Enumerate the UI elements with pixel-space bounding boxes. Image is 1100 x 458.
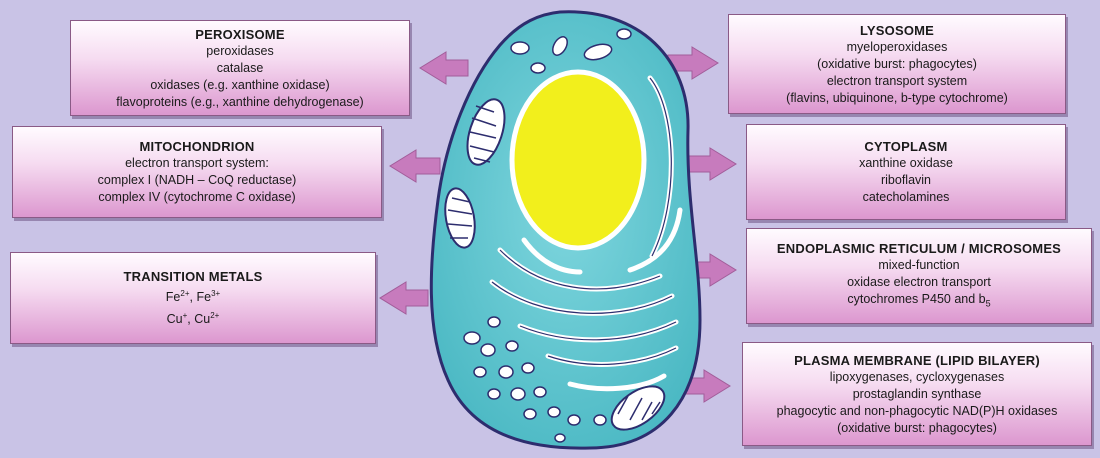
er-title: ENDOPLASMIC RETICULUM / MICROSOMES xyxy=(777,240,1061,257)
mitochondrion-line: complex I (NADH – CoQ reductase) xyxy=(98,172,297,189)
copper-label: Cu xyxy=(194,312,210,326)
mitochondrion-title: MITOCHONDRION xyxy=(139,138,254,155)
transition-metals-title: TRANSITION METALS xyxy=(124,268,263,285)
mitochondrion-box: MITOCHONDRION electron transport system:… xyxy=(12,126,382,218)
plasma-membrane-line: phagocytic and non-phagocytic NAD(P)H ox… xyxy=(777,403,1058,420)
plasma-membrane-line: (oxidative burst: phagocytes) xyxy=(837,420,997,437)
mitochondrion-line: electron transport system: xyxy=(125,155,269,172)
lysosome-box: LYSOSOME myeloperoxidases (oxidative bur… xyxy=(728,14,1066,114)
nucleus xyxy=(512,72,644,248)
copper-label: Cu xyxy=(167,312,183,326)
copper-charge: 2+ xyxy=(210,311,219,320)
cytoplasm-line: xanthine oxidase xyxy=(859,155,953,172)
cytoplasm-box: CYTOPLASM xanthine oxidase riboflavin ca… xyxy=(746,124,1066,220)
cytochromes-text: cytochromes P450 and b xyxy=(847,292,985,306)
iron-charge: 3+ xyxy=(211,289,220,298)
er-cytochromes-line: cytochromes P450 and b5 xyxy=(847,291,990,313)
plasma-membrane-box: PLASMA MEMBRANE (LIPID BILAYER) lipoxyge… xyxy=(742,342,1092,446)
arrow-to-cytoplasm xyxy=(688,148,736,180)
cytoplasm-line: catecholamines xyxy=(863,189,950,206)
cytoplasm-title: CYTOPLASM xyxy=(864,138,947,155)
peroxisome-line: peroxidases xyxy=(206,43,273,60)
peroxisome-line: flavoproteins (e.g., xanthine dehydrogen… xyxy=(116,94,363,111)
er-box: ENDOPLASMIC RETICULUM / MICROSOMES mixed… xyxy=(746,228,1092,324)
plasma-membrane-line: lipoxygenases, cycloxygenases xyxy=(830,369,1004,386)
iron-charge: 2+ xyxy=(180,289,189,298)
plasma-membrane-title: PLASMA MEMBRANE (LIPID BILAYER) xyxy=(794,352,1040,369)
er-line: mixed-function xyxy=(878,257,959,274)
cytochrome-subscript: 5 xyxy=(986,298,991,308)
iron-label: Fe xyxy=(166,291,181,305)
er-line: oxidase electron transport xyxy=(847,274,991,291)
cytoplasm-line: riboflavin xyxy=(881,172,931,189)
lysosome-title: LYSOSOME xyxy=(860,22,934,39)
iron-label: Fe xyxy=(196,291,211,305)
lysosome-line: electron transport system xyxy=(827,73,967,90)
lysosome-line: (flavins, ubiquinone, b-type cytochrome) xyxy=(786,90,1008,107)
arrow-to-transition-metals xyxy=(380,282,428,314)
lysosome-line: (oxidative burst: phagocytes) xyxy=(817,56,977,73)
lysosome-line: myeloperoxidases xyxy=(847,39,948,56)
peroxisome-box: PEROXISOME peroxidases catalase oxidases… xyxy=(70,20,410,116)
peroxisome-line: catalase xyxy=(217,60,264,77)
mitochondrion-line: complex IV (cytochrome C oxidase) xyxy=(98,189,295,206)
copper-ions-line: Cu+, Cu2+ xyxy=(167,307,220,328)
arrow-to-peroxisome xyxy=(420,52,468,84)
iron-ions-line: Fe2+, Fe3+ xyxy=(166,285,220,306)
plasma-membrane-line: prostaglandin synthase xyxy=(853,386,982,403)
arrow-to-mitochondrion xyxy=(390,150,440,182)
peroxisome-line: oxidases (e.g. xanthine oxidase) xyxy=(150,77,329,94)
transition-metals-box: TRANSITION METALS Fe2+, Fe3+ Cu+, Cu2+ xyxy=(10,252,376,344)
peroxisome-title: PEROXISOME xyxy=(195,26,284,43)
